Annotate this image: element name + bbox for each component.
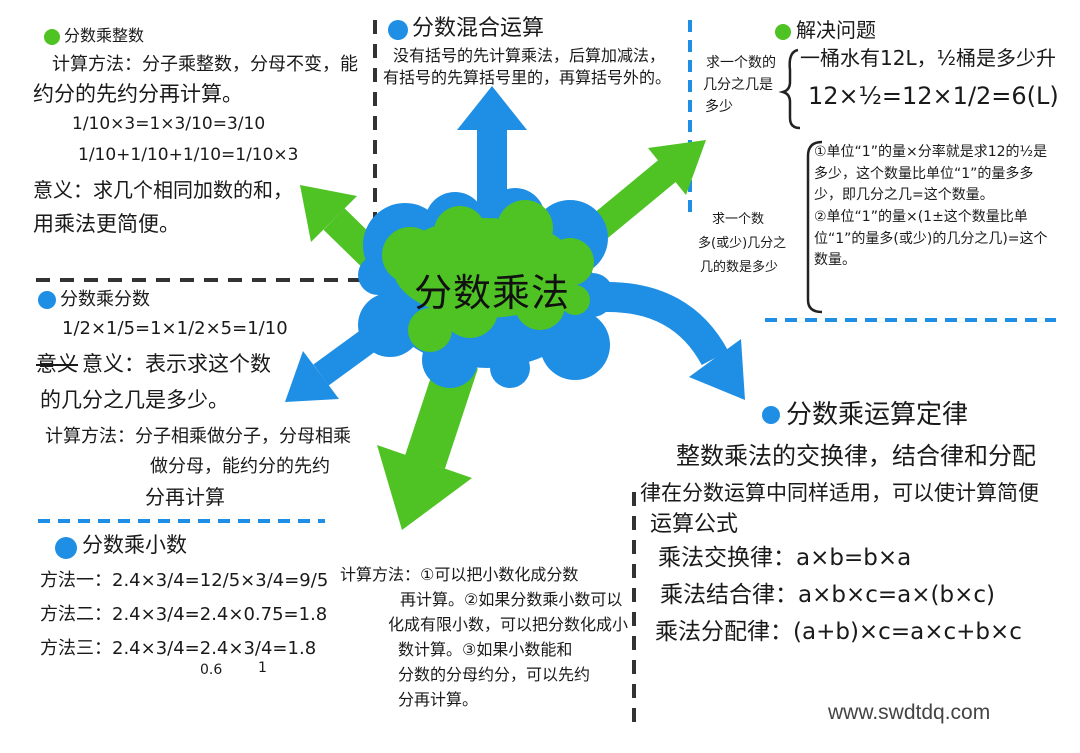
fraction-by-fraction-example: 1/2×1/5=1×1/2×5=1/10 (62, 318, 288, 339)
decimal-rule-line: 数计算。③如果小数能和 (398, 640, 573, 659)
side-note-upper: 几分之几是 (703, 77, 773, 93)
explanation-item: ①单位“1”的量×分率就是求12的½是多少，这个数量比单位“1”的量多多少，即几… (814, 144, 1048, 204)
decimal-rule-line: 化成有限小数，可以把分数化成小 (388, 615, 629, 634)
bullet-dot-icon (762, 406, 780, 424)
fraction-by-fraction-line: 计算方法：分子相乘做分子，分母相乘 (45, 426, 351, 447)
reduction-mark: 1 (258, 660, 267, 676)
whole-number-line: 计算方法：分子乘整数，分母不变，能 (52, 54, 358, 75)
bullet-dot-icon (55, 537, 77, 559)
arrow-down-right (604, 281, 745, 400)
decimal-rule-line: 分再计算。 (398, 690, 479, 709)
reduction-mark: 0.6 (200, 662, 223, 678)
decimal-method: 方法一：2.4×3/4=12/5×3/4=9/5 (40, 570, 329, 591)
side-note-upper: 多少 (705, 99, 733, 115)
side-note-lower: 多(或少)几分之 (698, 236, 787, 251)
fraction-by-fraction-line: 的几分之几是多少。 (40, 388, 229, 412)
whole-number-line: 约分的先约分再计算。 (33, 82, 243, 106)
bullet-dot-icon (388, 20, 408, 40)
section-title-fraction-by-fraction: 分数乘分数 (60, 289, 150, 310)
fraction-by-fraction-line: 做分母，能约分的先约 (150, 456, 330, 477)
fraction-by-fraction-line: 分再计算 (145, 485, 225, 509)
bullet-dot-icon (38, 291, 56, 309)
side-note-lower: 几的数是多少 (700, 260, 779, 275)
fraction-by-fraction-meaning: 意义意义：表示求这个数 (36, 352, 271, 377)
formula-title: 运算公式 (650, 512, 739, 537)
problem-explanation: ①单位“1”的量×分率就是求12的½是多少，这个数量比单位“1”的量多多少，即几… (814, 142, 1058, 272)
section-title-laws: 分数乘运算定律 (786, 400, 969, 430)
decimal-rule-line: 分数的分母约分，可以先约 (398, 665, 591, 684)
problem-question: 一桶水有12L，½桶是多少升 (800, 46, 1056, 70)
formula-distributive: 乘法分配律：(a+b)×c=a×c+b×c (655, 619, 1022, 645)
brace-problem (778, 48, 801, 130)
center-cloud-inner (382, 200, 594, 352)
decimal-rule-line: 计算方法：①可以把小数化成分数 (340, 565, 579, 584)
whole-number-meaning: 意义：求几个相同加数的和， (33, 178, 293, 202)
side-note-upper: 求一个数的 (706, 55, 776, 71)
mixed-operations-line: 有括号的先算括号里的，再算括号外的。 (383, 68, 672, 87)
section-title-fraction-by-decimal: 分数乘小数 (82, 533, 187, 557)
laws-intro: 整数乘法的交换律，结合律和分配 (676, 442, 1036, 470)
whole-number-example: 1/10×3=1×3/10=3/10 (72, 114, 266, 134)
mixed-operations-line: 没有括号的先计算乘法，后算加减法， (393, 46, 666, 65)
whole-number-example: 1/10+1/10+1/10=1/10×3 (78, 145, 299, 165)
decimal-method: 方法二：2.4×3/4=2.4×0.75=1.8 (40, 604, 328, 625)
problem-solution: 12×½=12×1/2=6(L) (808, 82, 1059, 110)
center-title: 分数乘法 (414, 271, 571, 315)
decimal-rule-line: 再计算。②如果分数乘小数可以 (400, 590, 623, 609)
struck-text: 意义 (36, 352, 78, 376)
watermark: www.swdtdq.com (828, 701, 991, 724)
bullet-dot-icon (775, 24, 791, 40)
whole-number-meaning: 用乘法更简便。 (33, 212, 180, 236)
meaning-text: 意义：表示求这个数 (82, 352, 271, 376)
arrow-down (377, 355, 478, 530)
explanation-item: ②单位“1”的量×(1±这个数量比单位“1”的量多(或少)的几分之几)=这个数量… (814, 209, 1048, 269)
formula-commutative: 乘法交换律：a×b=b×a (658, 545, 912, 571)
side-note-lower: 求一个数 (712, 212, 765, 227)
formula-associative: 乘法结合律：a×b×c=a×(b×c) (660, 582, 995, 608)
laws-intro: 律在分数运算中同样适用，可以使计算简便 (640, 481, 1039, 505)
bracket-explanation (806, 140, 823, 314)
bullet-dot-icon (44, 29, 60, 45)
decimal-method: 方法三：2.4×3/4=2.4×3/4=1.8 (40, 638, 317, 659)
section-title-problem-solving: 解决问题 (796, 18, 876, 42)
section-title-whole-number: 分数乘整数 (64, 26, 145, 45)
section-title-mixed-operations: 分数混合运算 (412, 16, 545, 41)
arrow-up-right (589, 140, 706, 239)
